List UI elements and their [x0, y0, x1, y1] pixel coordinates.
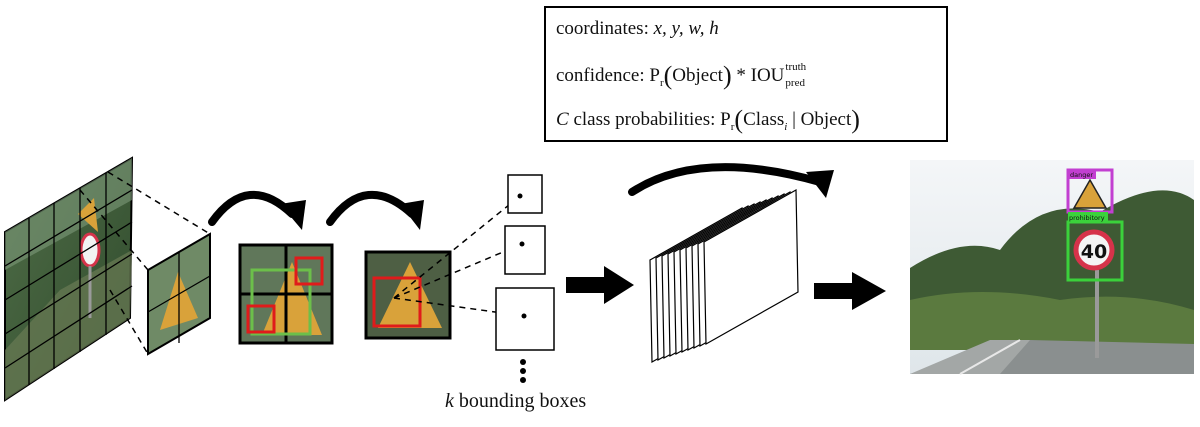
arrow-head	[806, 170, 834, 198]
box-center	[519, 241, 525, 247]
detection-cell	[364, 250, 452, 340]
arrow-head	[280, 200, 306, 230]
arrow-head	[400, 200, 424, 230]
box-center	[517, 193, 523, 199]
prob-symbol: P	[720, 109, 731, 130]
label-prohibitory: prohibitory	[1069, 214, 1105, 222]
grid-cell-predictions	[238, 243, 334, 345]
iou-subscript: pred	[785, 76, 805, 89]
class-prob-line: C class probabilities: Pr(Classi | Objec…	[556, 102, 860, 134]
class-arg: Class	[743, 109, 785, 130]
paren-open: (	[734, 105, 744, 134]
bounding-box	[507, 174, 543, 214]
confidence-label: confidence:	[556, 65, 650, 86]
projection-lines	[79, 171, 211, 355]
bounding-box-list	[495, 174, 555, 351]
prediction-info-box: coordinates: x, y, w, h confidence: Pr(O…	[544, 6, 948, 142]
zoomed-cell	[147, 232, 211, 356]
straight-arrows	[566, 266, 886, 310]
iou-symbol: * IOU	[731, 65, 785, 86]
box-center	[521, 313, 527, 319]
object-arg: Object	[800, 109, 852, 130]
given-bar: |	[787, 109, 801, 130]
paren-close: )	[851, 105, 860, 134]
bounding-box	[495, 287, 555, 351]
class-index: i	[784, 121, 788, 133]
iou-superscript: truth	[785, 60, 807, 73]
iou-scripts: truth pred	[784, 61, 818, 89]
bbox-red-small	[294, 256, 324, 286]
ellipsis-dot	[520, 368, 526, 374]
output-detection-image: danger prohibitory 40	[910, 160, 1194, 375]
input-grid-image	[4, 156, 134, 402]
prob-subscript: r	[730, 121, 735, 133]
confidence-arg: Object	[672, 65, 723, 86]
class-count-var: C	[556, 109, 569, 130]
coordinates-vars: x, y, w, h	[653, 18, 719, 39]
bbox-red-small	[246, 304, 276, 334]
ellipsis-dot	[520, 377, 526, 383]
caption-text: bounding boxes	[453, 390, 587, 412]
caption-k: k	[445, 390, 454, 412]
label-danger: danger	[1070, 171, 1093, 179]
coordinates-line: coordinates: x, y, w, h	[556, 18, 719, 40]
paren-close: )	[722, 61, 732, 90]
ellipsis-dot	[520, 359, 526, 365]
bounding-box	[504, 225, 546, 275]
bbox-green	[250, 268, 312, 336]
prob-symbol: P	[649, 65, 660, 86]
paren-open: (	[663, 61, 673, 90]
box-link-lines	[393, 195, 525, 317]
bounding-boxes-caption: k bounding boxes	[445, 390, 586, 413]
sign-speed-value: 40	[1081, 241, 1107, 263]
class-prob-label: class probabilities:	[568, 109, 721, 130]
prob-subscript: r	[659, 77, 664, 89]
feature-map-stack	[649, 188, 799, 364]
coordinates-label: coordinates:	[556, 18, 654, 39]
